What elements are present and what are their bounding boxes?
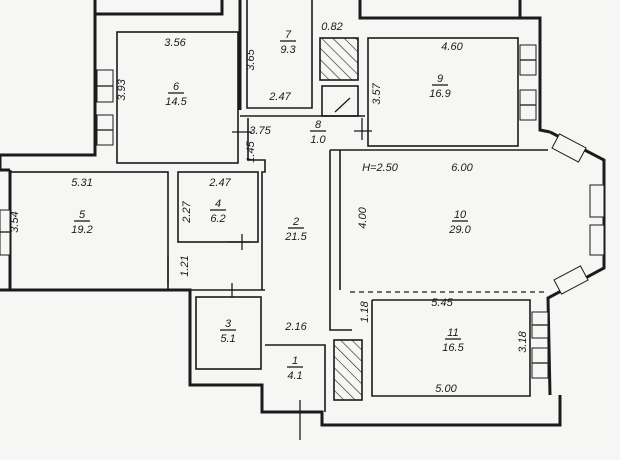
- dim-room5-height: 3.54: [9, 211, 21, 232]
- room-6: 6 14.5: [96, 31, 252, 164]
- room-7-number: 7: [285, 29, 292, 41]
- room-11-number: 11: [447, 327, 458, 339]
- dim-room5-width: 5.31: [71, 177, 92, 189]
- room-10: 10 29.0: [339, 133, 605, 295]
- room-3-area: 5.1: [220, 333, 235, 345]
- dim-room9-height: 3.57: [371, 82, 383, 104]
- dim-room6-height: 3.93: [116, 78, 128, 100]
- room-11-shaft: [333, 339, 363, 401]
- dim-room10-width: 6.00: [451, 162, 473, 174]
- dim-room7-height: 3.65: [245, 48, 257, 70]
- dim-room11-width-bottom: 5.00: [435, 383, 457, 395]
- room-11-area: 16.5: [442, 342, 464, 354]
- room-5-number: 5: [79, 209, 86, 221]
- dim-room11-height-right: 3.18: [517, 330, 529, 352]
- room-8-number: 8: [315, 119, 322, 131]
- dim-room1-width: 2.16: [284, 321, 307, 333]
- room-4: 4 6.2: [177, 171, 259, 250]
- dim-shaft-width: 0.82: [321, 21, 342, 33]
- room-3: 3 5.1: [195, 283, 262, 370]
- room-10-number: 10: [454, 209, 467, 221]
- dim-room8-width: 3.75: [249, 125, 271, 137]
- room-2-number: 2: [292, 216, 299, 228]
- dim-room4-width: 2.47: [208, 177, 231, 189]
- room-6-number: 6: [173, 81, 180, 93]
- room-5: 5 19.2: [0, 171, 169, 291]
- room-4-area: 6.2: [210, 213, 225, 225]
- room-7-area: 9.3: [280, 44, 296, 56]
- dimension-labels: 3.56 3.93 3.65 0.82 4.60 3.57 2.47 3.75 …: [9, 21, 529, 395]
- dim-corridor-gap: 1.45: [245, 140, 257, 162]
- ventilation-shaft: [319, 37, 359, 81]
- room-8-box: [321, 85, 359, 117]
- dim-room11-height-left: 1.18: [359, 300, 371, 322]
- room-7: 7 9.3: [246, 0, 313, 109]
- room-8: 8 1.0: [240, 97, 372, 146]
- dim-room9-width: 4.60: [441, 41, 463, 53]
- room-8-area: 1.0: [310, 134, 326, 146]
- dim-room7-width: 2.47: [268, 91, 291, 103]
- room-9-area: 16.9: [429, 88, 450, 100]
- dim-room4-height: 2.27: [181, 200, 193, 223]
- room-1-area: 4.1: [287, 370, 302, 382]
- room-1: 1 4.1: [265, 344, 326, 440]
- outer-walls: [0, 0, 606, 427]
- dim-room10-height: 4.00: [357, 206, 369, 228]
- room-3-number: 3: [225, 318, 232, 330]
- room-4-number: 4: [215, 198, 221, 210]
- room-11: 11 16.5: [333, 291, 549, 401]
- dim-room6-width: 3.56: [164, 37, 186, 49]
- room-5-area: 19.2: [71, 224, 92, 236]
- room-10-area: 29.0: [448, 224, 471, 236]
- room-9: 9 16.9: [367, 37, 537, 147]
- room-2-area: 21.5: [284, 231, 307, 243]
- dim-hall-gap: 1.21: [179, 255, 191, 276]
- room-1-number: 1: [292, 355, 298, 367]
- room-9-number: 9: [437, 73, 443, 85]
- room-6-area: 14.5: [165, 96, 187, 108]
- room-2: 2 21.5: [175, 118, 548, 331]
- dim-ceiling-height: H=2.50: [362, 162, 399, 174]
- dim-room11-width-top: 5.45: [431, 297, 453, 309]
